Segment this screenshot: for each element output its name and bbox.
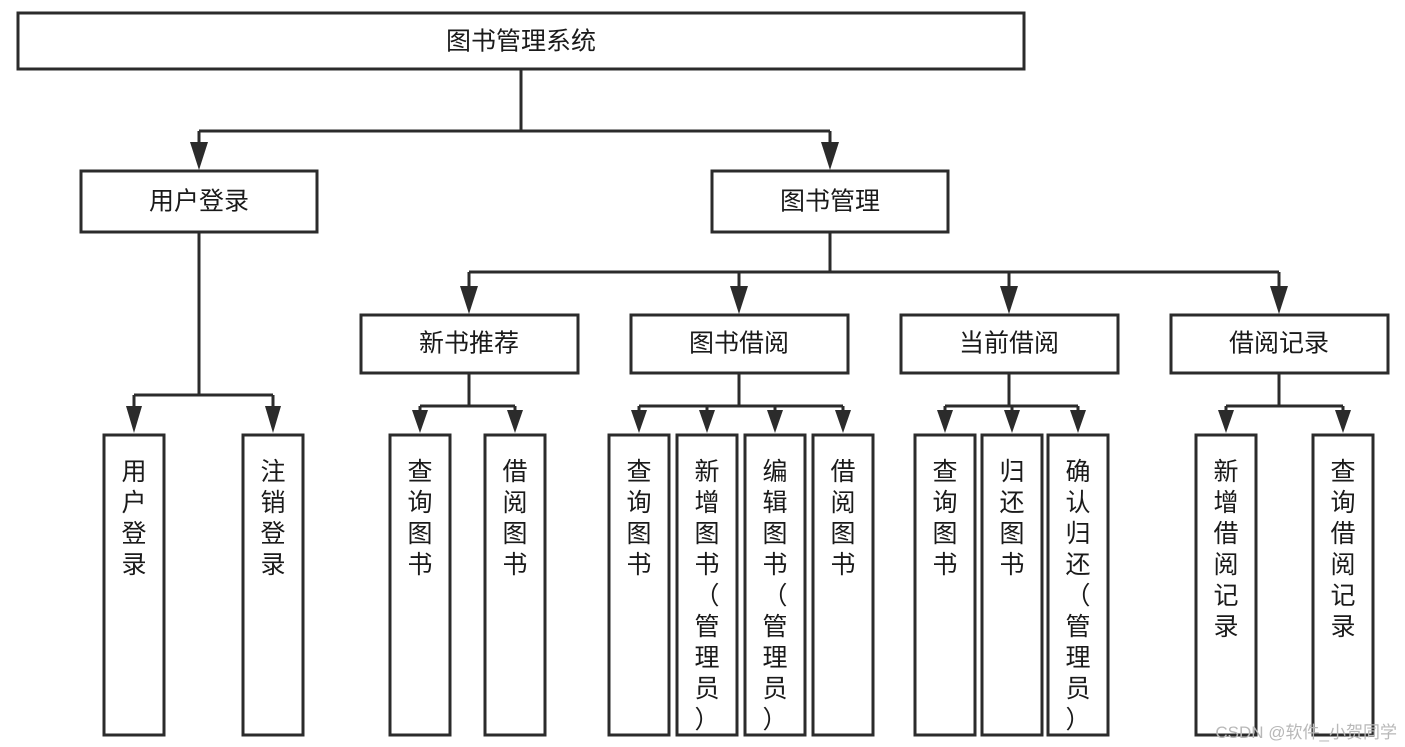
node-leaf-user-logout-box[interactable] [241,433,305,737]
node-user-login-box[interactable] [79,169,319,234]
arrowhead-leaf-user-logout [265,406,281,433]
node-book-borrow-box[interactable] [629,313,850,375]
node-leaf-borrow-edit-book-box[interactable] [743,433,807,737]
connector-group-book-manage [460,232,1288,314]
node-leaf-record-add-label: 新增借阅记录 [1213,458,1238,641]
node-leaf-rec-borrow-book-box[interactable] [483,433,547,737]
node-leaf-rec-query-book-label: 查询图书 [407,458,432,579]
node-leaf-borrow-borrow-book-label: 借阅图书 [830,458,855,579]
connector-group-book-borrow [631,373,851,433]
node-leaf-rec-borrow-book[interactable]: 借阅图书 [483,433,547,737]
arrowhead-book-manage [821,142,839,170]
arrowhead-leaf-record-query [1335,410,1351,433]
arrowhead-borrow-record [1270,286,1288,314]
node-book-manage-box[interactable] [710,169,950,234]
node-leaf-rec-query-book[interactable]: 查询图书 [388,433,452,737]
node-leaf-borrow-edit-book-label: 编辑图书（管理员） [762,458,787,734]
arrowhead-leaf-current-confirm-return [1070,410,1086,433]
node-new-book-rec-label: 新书推荐 [419,330,519,358]
node-new-book-rec-box[interactable] [359,313,580,375]
node-book-borrow[interactable]: 图书借阅 [629,313,850,375]
node-borrow-record-box[interactable] [1169,313,1390,375]
node-leaf-record-query[interactable]: 查询借阅记录 [1311,433,1375,737]
arrowhead-leaf-borrow-add-book [699,410,715,433]
arrowhead-leaf-current-return-book [1004,410,1020,433]
arrowhead-user-login [190,142,208,170]
node-new-book-rec[interactable]: 新书推荐 [359,313,580,375]
connector-group-borrow-record [1218,373,1351,433]
arrowhead-leaf-current-query-book [937,410,953,433]
node-leaf-borrow-borrow-book[interactable]: 借阅图书 [811,433,875,737]
node-current-borrow-label: 当前借阅 [959,330,1059,358]
node-leaf-borrow-borrow-book-box[interactable] [811,433,875,737]
node-leaf-record-query-label: 查询借阅记录 [1330,458,1355,641]
node-user-login[interactable]: 用户登录 [79,169,319,234]
arrowhead-leaf-borrow-query-book [631,410,647,433]
node-leaf-current-return-book[interactable]: 归还图书 [980,433,1044,737]
node-leaf-user-login-box[interactable] [102,433,166,737]
arrowhead-leaf-borrow-edit-book [767,410,783,433]
node-book-manage-label: 图书管理 [780,188,880,216]
node-leaf-current-query-book[interactable]: 查询图书 [913,433,977,737]
node-current-borrow-box[interactable] [899,313,1120,375]
node-leaf-borrow-add-book[interactable]: 新增图书（管理员） [675,433,739,737]
node-root-system-label: 图书管理系统 [446,28,596,56]
arrowhead-leaf-rec-borrow-book [507,410,523,433]
connector-group-root [190,69,839,170]
connector-group-new-book-rec [412,373,523,433]
arrowhead-current-borrow [1000,286,1018,314]
node-leaf-current-query-book-label: 查询图书 [932,458,957,579]
node-leaf-borrow-add-book-box[interactable] [675,433,739,737]
node-current-borrow[interactable]: 当前借阅 [899,313,1120,375]
node-borrow-record[interactable]: 借阅记录 [1169,313,1390,375]
leaf-node-layer: 用户登录 注销登录 查询图书 借阅图书 查询图书 新增图书（管理员） 编辑图书（管理员） 借阅… [102,433,1375,737]
node-leaf-record-add[interactable]: 新增借阅记录 [1194,433,1258,737]
node-leaf-user-logout-label: 注销登录 [260,458,285,579]
node-leaf-current-confirm-return-label: 确认归还（管理员） [1065,458,1090,734]
node-root-system-box[interactable] [16,11,1026,71]
arrowhead-book-borrow [730,286,748,314]
arrowhead-leaf-borrow-borrow-book [835,410,851,433]
node-leaf-borrow-add-book-label: 新增图书（管理员） [694,458,719,734]
arrowhead-new-book-rec [460,286,478,314]
node-leaf-record-query-box[interactable] [1311,433,1375,737]
node-leaf-current-return-book-box[interactable] [980,433,1044,737]
node-leaf-borrow-query-book-label: 查询图书 [626,458,651,579]
connector-group-user-login [126,232,281,433]
node-leaf-user-logout[interactable]: 注销登录 [241,433,305,737]
node-leaf-current-query-book-box[interactable] [913,433,977,737]
node-user-login-label: 用户登录 [149,188,249,216]
node-leaf-rec-query-book-box[interactable] [388,433,452,737]
arrowhead-leaf-user-login [126,406,142,433]
arrowhead-leaf-record-add [1218,410,1234,433]
node-root-system[interactable]: 图书管理系统 [16,11,1026,71]
node-leaf-current-return-book-label: 归还图书 [999,458,1024,579]
connector-group-current-borrow [937,373,1086,433]
node-leaf-user-login[interactable]: 用户登录 [102,433,166,737]
node-leaf-current-confirm-return-box[interactable] [1046,433,1110,737]
node-leaf-record-add-box[interactable] [1194,433,1258,737]
node-leaf-user-login-label: 用户登录 [121,458,146,579]
node-book-borrow-label: 图书借阅 [689,330,789,358]
node-leaf-borrow-query-book-box[interactable] [607,433,671,737]
arrowhead-leaf-rec-query-book [412,410,428,433]
node-leaf-rec-borrow-book-label: 借阅图书 [502,458,527,579]
node-leaf-borrow-query-book[interactable]: 查询图书 [607,433,671,737]
node-leaf-borrow-edit-book[interactable]: 编辑图书（管理员） [743,433,807,737]
node-book-manage[interactable]: 图书管理 [710,169,950,234]
node-leaf-current-confirm-return[interactable]: 确认归还（管理员） [1046,433,1110,737]
node-borrow-record-label: 借阅记录 [1229,330,1329,358]
